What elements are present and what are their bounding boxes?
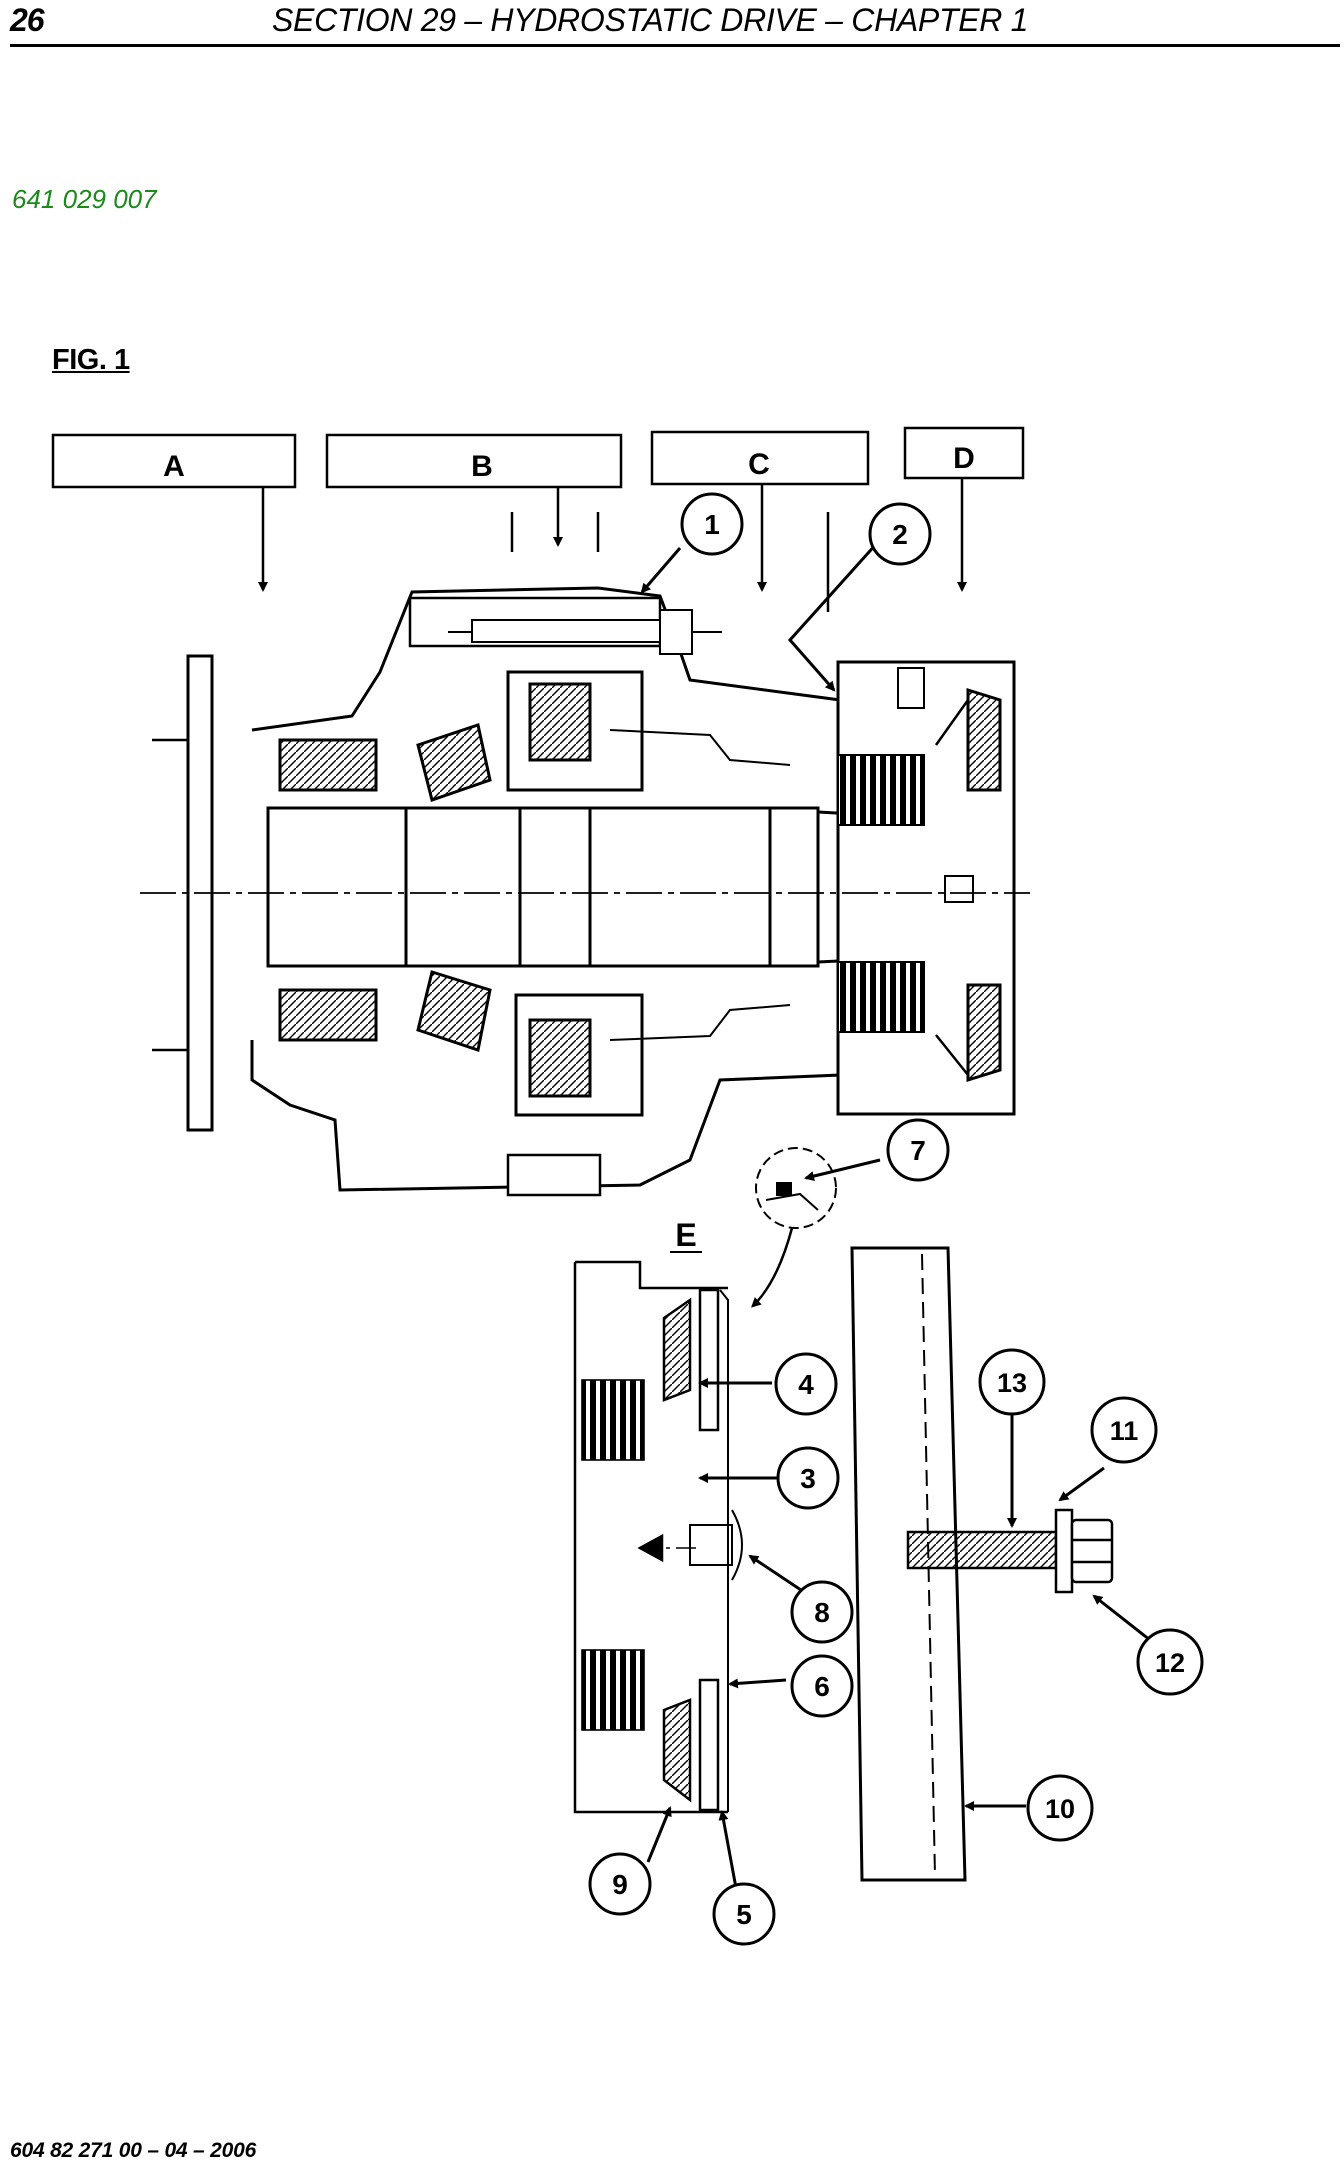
callout-1: 1 bbox=[680, 492, 744, 556]
callout-label-8: 8 bbox=[814, 1597, 830, 1628]
callout-label-10: 10 bbox=[1045, 1794, 1075, 1824]
bolt-assembly bbox=[906, 1508, 1114, 1594]
zone-arrows bbox=[258, 478, 967, 612]
zone-label-a: A bbox=[163, 450, 185, 483]
callout-label-12: 12 bbox=[1155, 1648, 1185, 1678]
main-cross-section bbox=[152, 586, 1016, 1197]
detail-bubble-7 bbox=[751, 1147, 837, 1308]
callout-label-3: 3 bbox=[800, 1463, 816, 1494]
callout-13: 13 bbox=[978, 1348, 1046, 1416]
zone-label-c: C bbox=[748, 448, 770, 481]
zone-box-a: A bbox=[51, 433, 297, 489]
callout-5: 5 bbox=[712, 1882, 776, 1946]
document-code: 641 029 007 bbox=[12, 184, 157, 214]
callout-label-13: 13 bbox=[997, 1368, 1027, 1398]
callout-7: 7 bbox=[886, 1118, 950, 1182]
callout-label-6: 6 bbox=[814, 1671, 830, 1702]
callout-label-2: 2 bbox=[892, 519, 908, 550]
zone-label-b: B bbox=[471, 450, 493, 483]
callout-2: 2 bbox=[868, 502, 932, 566]
detail-label-e: E bbox=[675, 1217, 696, 1253]
callout-leaders bbox=[640, 540, 1151, 1889]
callout-6: 6 bbox=[790, 1654, 854, 1718]
header-rule bbox=[10, 44, 1340, 47]
callout-label-11: 11 bbox=[1110, 1416, 1139, 1446]
footer-document-id: 604 82 271 00 – 04 – 2006 bbox=[10, 2139, 257, 2162]
section-title: SECTION 29 – HYDROSTATIC DRIVE – CHAPTER… bbox=[272, 2, 1029, 38]
callout-label-1: 1 bbox=[704, 509, 720, 540]
zone-box-b: B bbox=[325, 433, 623, 489]
callout-4: 4 bbox=[774, 1352, 838, 1416]
figure-label: FIG. 1 bbox=[52, 344, 130, 376]
callout-label-7: 7 bbox=[910, 1135, 926, 1166]
callout-label-5: 5 bbox=[736, 1899, 752, 1930]
zone-label-d: D bbox=[953, 442, 975, 475]
callout-label-4: 4 bbox=[798, 1369, 814, 1400]
zone-box-d: D bbox=[903, 426, 1025, 480]
callout-9: 9 bbox=[588, 1852, 652, 1916]
callout-8: 8 bbox=[790, 1580, 854, 1644]
callout-12: 12 bbox=[1136, 1628, 1204, 1696]
detail-e bbox=[573, 1260, 743, 1814]
callout-11: 11 bbox=[1090, 1396, 1158, 1464]
page-number: 26 bbox=[10, 2, 45, 38]
zone-box-c: C bbox=[650, 430, 870, 486]
callout-3: 3 bbox=[776, 1446, 840, 1510]
callout-10: 10 bbox=[1026, 1774, 1094, 1842]
callout-label-9: 9 bbox=[612, 1869, 628, 1900]
